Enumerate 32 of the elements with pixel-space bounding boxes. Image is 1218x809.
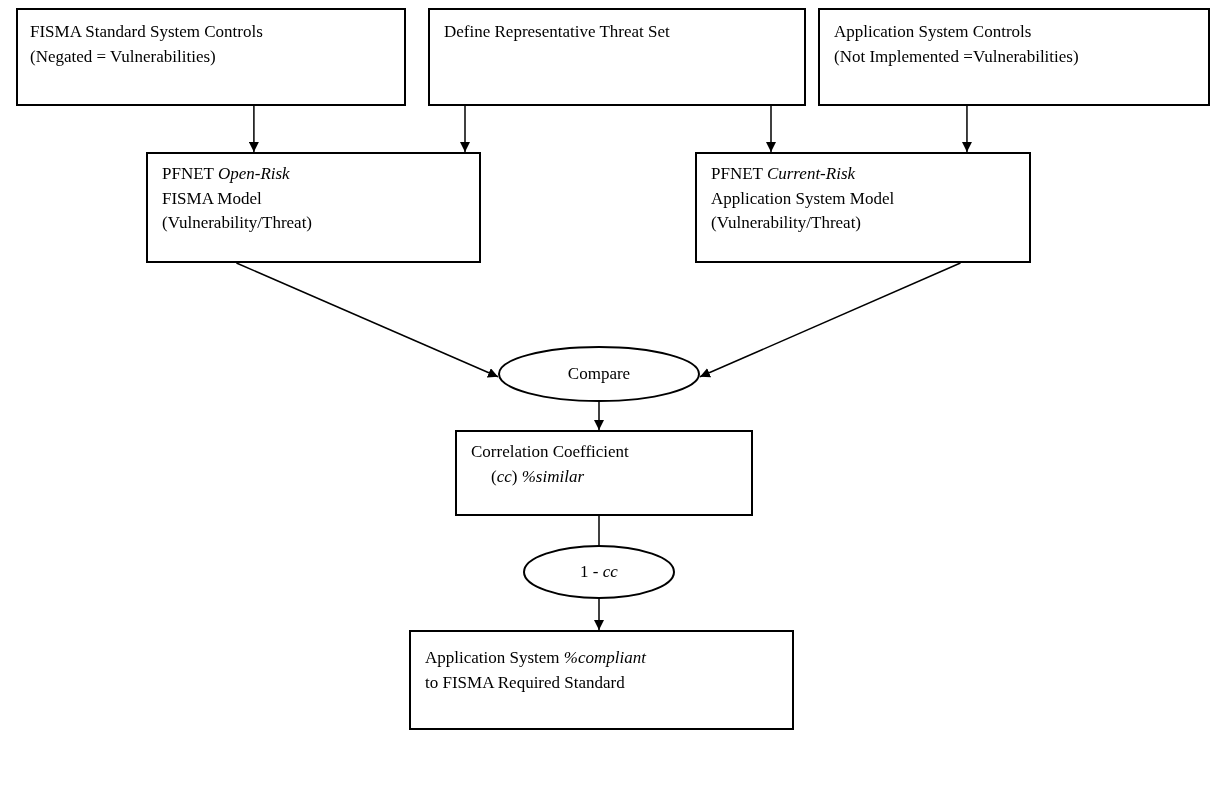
node-text: FISMA Standard System Controls [30,21,264,43]
process-box [16,8,406,106]
node-text: (Vulnerability/Threat) [162,212,312,235]
node-text: Application System Controls [834,21,1033,43]
node-text: (cc) %similar [491,465,586,488]
node-text: PFNET Current-Risk Application System Model [711,163,896,210]
node-text: PFNET Open-Risk FISMA Model [162,163,291,210]
process-box [409,630,794,730]
arrow [460,105,470,153]
arrow [961,105,972,153]
process-box [146,152,481,263]
arrow [699,262,962,378]
node-text: Correlation Coefficient [471,441,630,463]
arrow [248,105,259,153]
terminal-ellipse [523,545,675,599]
node-text: (Negated = Vulnerabilities) [30,45,217,68]
arrow [594,401,604,431]
node-text: Define Representative Threat Set [444,21,671,43]
process-box [818,8,1210,106]
arrow [235,262,499,378]
connector-line [598,515,600,546]
node-text: Application System %compliant to FISMA Required Standard [425,647,648,694]
terminal-ellipse [498,346,700,402]
node-text: (Not Implemented =Vulnerabilities) [834,45,1080,68]
process-box [428,8,806,106]
process-box [695,152,1031,263]
node-text: 1 - cc [580,560,618,583]
node-text: (Vulnerability/Threat) [711,212,863,235]
arrow [594,598,604,631]
arrow [766,105,776,153]
node-text: Compare [567,362,631,385]
process-box [455,430,753,516]
